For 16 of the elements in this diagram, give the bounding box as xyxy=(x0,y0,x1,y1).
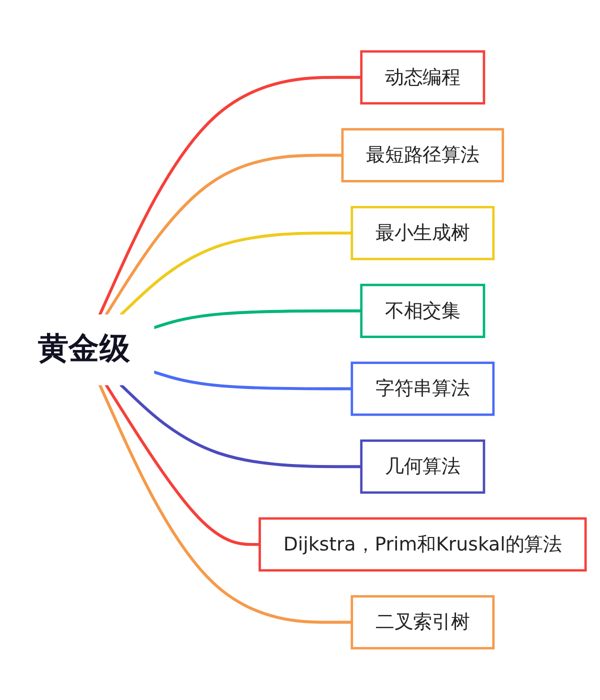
node-box: 不相交集 xyxy=(360,284,486,338)
node-box: 二叉索引树 xyxy=(350,595,495,650)
connector xyxy=(153,310,362,330)
node-box: 字符串算法 xyxy=(350,362,495,416)
node-box: 动态编程 xyxy=(360,50,486,105)
connector xyxy=(98,76,362,316)
connector xyxy=(104,154,342,316)
connector xyxy=(104,384,260,546)
node-box: 几何算法 xyxy=(360,440,486,494)
node-box: Dijkstra，Prim和Kruskal的算法 xyxy=(258,517,587,572)
connector xyxy=(120,232,352,316)
node-box: 最短路径算法 xyxy=(341,128,504,183)
connector xyxy=(153,370,352,390)
connector xyxy=(98,384,352,624)
connector xyxy=(120,384,362,468)
node-box: 最小生成树 xyxy=(350,206,495,260)
